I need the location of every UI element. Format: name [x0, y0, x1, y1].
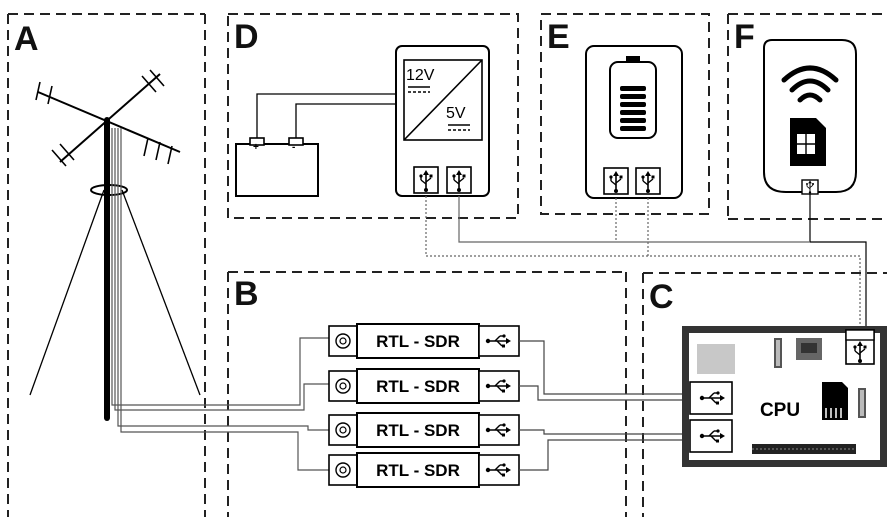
panel-label-e: E — [547, 18, 570, 56]
rtl-sdr-dongle: RTL - SDR — [328, 368, 520, 404]
sim-card-icon — [790, 118, 826, 166]
rtl-sdr-dongle: RTL - SDR — [328, 412, 520, 448]
cpu-label: CPU — [760, 400, 800, 421]
battery-icon — [609, 56, 657, 139]
svg-text:-: - — [292, 142, 295, 153]
panel-label-c: C — [649, 278, 674, 316]
rtl-sdr-label: RTL - SDR — [376, 332, 460, 351]
sd-card-icon — [822, 382, 848, 420]
car-battery: + - — [235, 137, 319, 197]
output-12v-label: 12V — [406, 67, 435, 84]
rtl-sdr-label: RTL - SDR — [376, 461, 460, 480]
panel-label-f: F — [734, 18, 755, 56]
battery-cables — [256, 93, 400, 138]
usb-modem — [763, 39, 857, 242]
panel-borders — [7, 13, 887, 517]
rtl-sdr-dongle: RTL - SDR — [328, 323, 520, 359]
rtl-sdr-dongle: RTL - SDR — [328, 452, 520, 488]
power-bank — [585, 45, 683, 199]
receiver-stack: RTL - SDR RTL - SDR RTL - SDR — [328, 323, 520, 488]
gpio-header — [752, 444, 856, 454]
usb-port — [689, 419, 733, 453]
panel-label-d: D — [234, 18, 259, 56]
output-5v-label: 5V — [446, 105, 466, 122]
power-converter: 12V 5V — [395, 45, 490, 197]
panel-label-b: B — [234, 275, 259, 313]
usb-port — [689, 381, 733, 415]
single-board-computer: CPU — [682, 326, 887, 467]
panel-label-a: A — [14, 20, 39, 58]
svg-text:+: + — [253, 142, 259, 153]
wifi-icon — [781, 65, 839, 103]
antenna-icon — [29, 69, 330, 471]
power-wiring — [425, 196, 861, 326]
rtl-sdr-label: RTL - SDR — [376, 377, 460, 396]
usb-cables — [519, 340, 690, 471]
rtl-sdr-label: RTL - SDR — [376, 421, 460, 440]
usb-port — [845, 329, 875, 365]
